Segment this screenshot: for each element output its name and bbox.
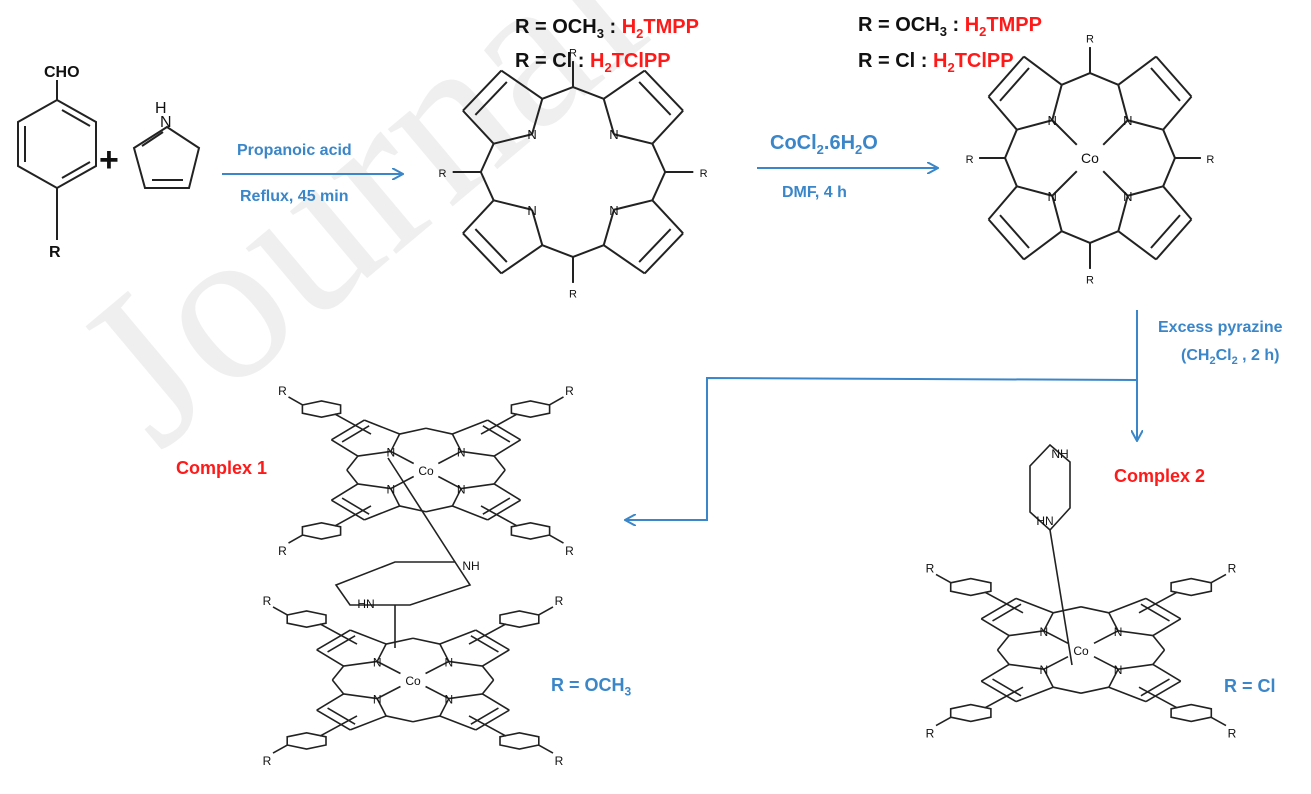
- step2-condition: DMF, 4 h: [782, 184, 847, 201]
- atom-n: N: [386, 483, 395, 497]
- atom-n: N: [1114, 625, 1123, 639]
- atom-r: R: [1228, 561, 1237, 575]
- atom-n: N: [445, 693, 454, 707]
- atom-r: R: [569, 48, 577, 60]
- atom-co: Co: [1073, 644, 1089, 658]
- atom-r: R: [1206, 154, 1214, 166]
- label-complex-1: Complex 1: [176, 458, 268, 478]
- atom-n: N: [609, 127, 618, 142]
- atom-r: R: [555, 754, 564, 768]
- atom-hn: HN: [1036, 514, 1053, 528]
- atom-n: N: [609, 203, 618, 218]
- atom-r: R: [555, 594, 564, 608]
- atom-r: R: [263, 594, 272, 608]
- atom-r: R: [1086, 34, 1094, 46]
- step1-reagent: Propanoic acid: [237, 142, 352, 159]
- atom-nh: NH: [462, 559, 479, 573]
- atom-n: N: [527, 203, 536, 218]
- atom-r: R: [569, 288, 577, 300]
- atom-co: Co: [1081, 150, 1099, 166]
- complex1-bottom-porphyrin: [272, 606, 554, 754]
- atom-hn: HN: [357, 597, 374, 611]
- step3-reagent: Excess pyrazine: [1158, 319, 1283, 336]
- label-r-eq-och3: R = OCH3: [551, 675, 632, 699]
- label-pyrrole-n: N: [160, 114, 172, 131]
- atom-r: R: [263, 754, 272, 768]
- atom-n: N: [1114, 663, 1123, 677]
- atom-r: R: [565, 544, 574, 558]
- atom-n: N: [1040, 625, 1049, 639]
- atom-n: N: [1048, 113, 1057, 128]
- atom-r: R: [278, 384, 287, 398]
- label-complex-2: Complex 2: [1114, 466, 1206, 486]
- label-r-eq-cl: R = Cl: [1224, 676, 1276, 696]
- atom-n: N: [1123, 189, 1132, 204]
- atom-r: R: [700, 168, 708, 180]
- atom-n: N: [527, 127, 536, 142]
- complex2-pyrazine-bridge: [1029, 443, 1073, 666]
- complex1-pyrazine-bridge: [334, 457, 472, 648]
- atom-n: N: [445, 655, 454, 669]
- atom-r: R: [565, 384, 574, 398]
- complex1-top-porphyrin: [288, 396, 564, 544]
- pyrrole-structure: [132, 125, 201, 189]
- atom-n: N: [1123, 113, 1132, 128]
- atom-r: R: [966, 154, 974, 166]
- atom-n: N: [373, 655, 382, 669]
- step3-condition: (CH2Cl2 , 2 h): [1181, 347, 1280, 368]
- label-r-benzaldehyde: R: [49, 244, 61, 261]
- cobalt-porphyrin-structure: [979, 47, 1201, 269]
- label-pyrrole-h: H: [155, 100, 167, 117]
- atom-co: Co: [418, 464, 434, 478]
- label-r-och3-h2tmpp-2: R = OCH3 : H2TMPP: [858, 14, 1042, 39]
- reaction-arrows: [222, 168, 1137, 520]
- atom-n: N: [457, 445, 466, 459]
- atom-r: R: [926, 561, 935, 575]
- benzaldehyde-structure: [17, 80, 97, 240]
- label-cho: CHO: [44, 64, 80, 81]
- atom-n: N: [1040, 663, 1049, 677]
- label-r-och3-h2tmpp-1: R = OCH3 : H2TMPP: [515, 16, 699, 41]
- atom-n: N: [386, 445, 395, 459]
- atom-r: R: [438, 168, 446, 180]
- complex2-porphyrin: [935, 573, 1227, 727]
- step1-condition: Reflux, 45 min: [240, 188, 349, 205]
- atom-r: R: [1228, 727, 1237, 741]
- atom-r: R: [926, 727, 935, 741]
- atom-n: N: [1048, 189, 1057, 204]
- atom-n: N: [457, 483, 466, 497]
- atom-r: R: [1086, 274, 1094, 286]
- step2-reagent: CoCl2.6H2O: [770, 132, 878, 157]
- atom-n: N: [373, 693, 382, 707]
- plus-sign: +: [99, 141, 119, 179]
- arrow-branch-complex1: [626, 376, 1138, 520]
- atom-nh: NH: [1051, 447, 1068, 461]
- label-r-cl-h2tclpp-1: R = Cl : H2TClPP: [515, 50, 671, 75]
- label-r-cl-h2tclpp-2: R = Cl : H2TClPP: [858, 50, 1014, 75]
- atom-co: Co: [405, 674, 421, 688]
- atom-r: R: [278, 544, 287, 558]
- free-base-porphyrin-structure: [452, 61, 694, 283]
